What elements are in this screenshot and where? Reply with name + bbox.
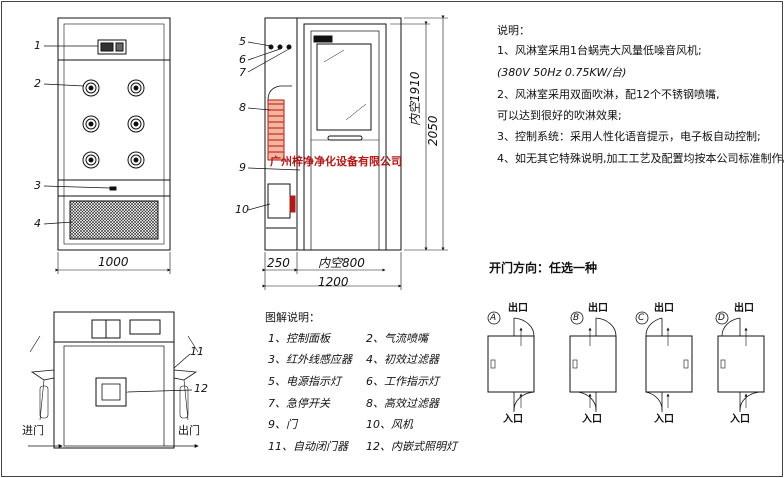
variant-c-letter: C — [638, 313, 645, 323]
door-variant-d — [715, 311, 765, 412]
dim-side-left: 250 — [267, 256, 290, 270]
dim-height-inner: 内空1910 — [408, 71, 422, 126]
callout-6: 6 — [239, 53, 246, 66]
exit-label: 出门 — [178, 424, 200, 437]
door-direction-title: 开门方向：任选一种 — [489, 261, 598, 275]
entry-label: 进门 — [22, 424, 44, 437]
front-cabinet-outline — [57, 17, 171, 251]
variant-a-entry: 入口 — [503, 414, 523, 425]
legend-item-3: 3、红外线感应器 — [268, 353, 352, 366]
variant-b-entry: 入口 — [582, 414, 602, 425]
door-variants — [487, 311, 765, 412]
variant-c-exit: 出口 — [654, 303, 674, 314]
callout-8: 8 — [239, 101, 246, 114]
door-variant-c — [635, 311, 693, 412]
callout-10: 10 — [235, 203, 249, 216]
door-closer — [313, 35, 333, 43]
callout-3: 3 — [34, 179, 41, 192]
legend-item-8: 8、高效过滤器 — [366, 397, 439, 410]
door-handle — [327, 135, 363, 141]
variant-b-exit: 出口 — [588, 303, 608, 314]
top-view — [28, 311, 199, 449]
callout-4: 4 — [34, 217, 41, 230]
dim-side-inner: 内空800 — [318, 256, 365, 270]
note-2b: 可以达到很好的吹淋效果; — [497, 109, 622, 122]
side-view — [247, 15, 448, 290]
note-4: 4、如无其它特殊说明,加工工艺及配置均按本公司标准制作。 — [497, 152, 784, 165]
legend-item-12: 12、内嵌式照明灯 — [366, 440, 457, 453]
notes-heading: 说明： — [497, 24, 530, 37]
variant-d-letter: D — [718, 313, 725, 323]
note-3: 3、控制系统：采用人性化语音提示，电子板自动控制; — [497, 130, 761, 143]
door-variant-a — [487, 311, 535, 412]
pre-filter-grille — [69, 200, 159, 240]
air-nozzles — [82, 79, 145, 169]
legend-item-5: 5、电源指示灯 — [268, 375, 341, 388]
door-variant-b — [569, 311, 617, 412]
lighting-lamp — [95, 377, 127, 407]
note-2: 2、风淋室采用双面吹淋，配12个不锈钢喷嘴, — [497, 88, 720, 101]
dim-front-width: 1000 — [98, 255, 129, 269]
callout-9: 9 — [239, 161, 246, 174]
hepa-filter — [267, 99, 285, 161]
variant-d-exit: 出口 — [734, 303, 754, 314]
door-frame — [303, 23, 387, 251]
variant-d-entry: 入口 — [730, 414, 750, 425]
front-view — [43, 17, 171, 274]
note-1b: (380V 50Hz 0.75KW/台) — [497, 66, 627, 79]
door-window — [316, 43, 372, 131]
infrared-sensor — [109, 186, 117, 191]
callout-11: 11 — [190, 345, 204, 358]
fan-unit — [267, 183, 291, 219]
legend-item-4: 4、初效过滤器 — [366, 353, 439, 366]
callout-7: 7 — [239, 66, 246, 79]
callout-1: 1 — [34, 39, 41, 52]
legend-item-6: 6、工作指示灯 — [366, 375, 439, 388]
legend-item-7: 7、急停开关 — [268, 397, 330, 410]
legend-item-2: 2、气流喷嘴 — [366, 332, 428, 345]
callout-12: 12 — [194, 382, 208, 395]
dim-height-total: 2050 — [426, 115, 440, 146]
dim-side-total: 1200 — [318, 275, 349, 289]
legend-item-11: 11、自动闭门器 — [268, 440, 348, 453]
variant-a-exit: 出口 — [508, 303, 528, 314]
company-watermark: 广州梓净净化设备有限公司 — [270, 155, 402, 168]
callout-5: 5 — [239, 35, 246, 48]
top-cabinet-outline — [53, 311, 175, 449]
legend-title: 图解说明： — [265, 311, 320, 324]
variant-a-letter: A — [490, 313, 497, 323]
variant-c-entry: 入口 — [654, 414, 674, 425]
callout-2: 2 — [34, 77, 41, 90]
legend-item-10: 10、风机 — [366, 418, 413, 431]
variant-b-letter: B — [573, 313, 580, 323]
legend-item-9: 9、门 — [268, 418, 297, 431]
note-1: 1、风淋室采用1台蜗壳大风量低噪音风机; — [497, 44, 702, 57]
legend-item-1: 1、控制面板 — [268, 332, 330, 345]
